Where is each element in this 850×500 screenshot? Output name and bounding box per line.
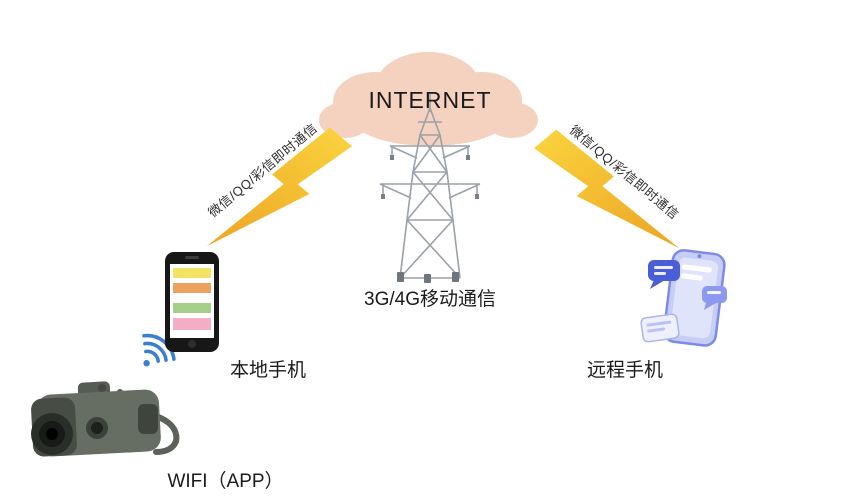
lightning-bolt-right-icon [533, 129, 680, 249]
tower-feet [397, 272, 459, 283]
remote-phone-label: 远程手机 [586, 360, 663, 381]
lightning-bolt-left-icon [206, 127, 353, 247]
remote-phone-icon [640, 249, 727, 347]
message-card [640, 313, 680, 343]
tower-label: 3G/4G移动通信 [364, 289, 496, 310]
chat-bubble-light [702, 286, 727, 310]
transmission-tower-icon [379, 94, 481, 283]
internet-cloud-icon [319, 52, 538, 146]
local-phone-icon [165, 252, 219, 352]
local-phone-label: 本地手机 [229, 360, 306, 381]
chat-bubble-dark [648, 260, 680, 289]
wifi-icon [142, 333, 176, 367]
thermal-camera-icon [31, 381, 180, 457]
internet-label: INTERNET [368, 87, 492, 113]
wifi-app-label: WIFI（APP） [167, 471, 284, 492]
